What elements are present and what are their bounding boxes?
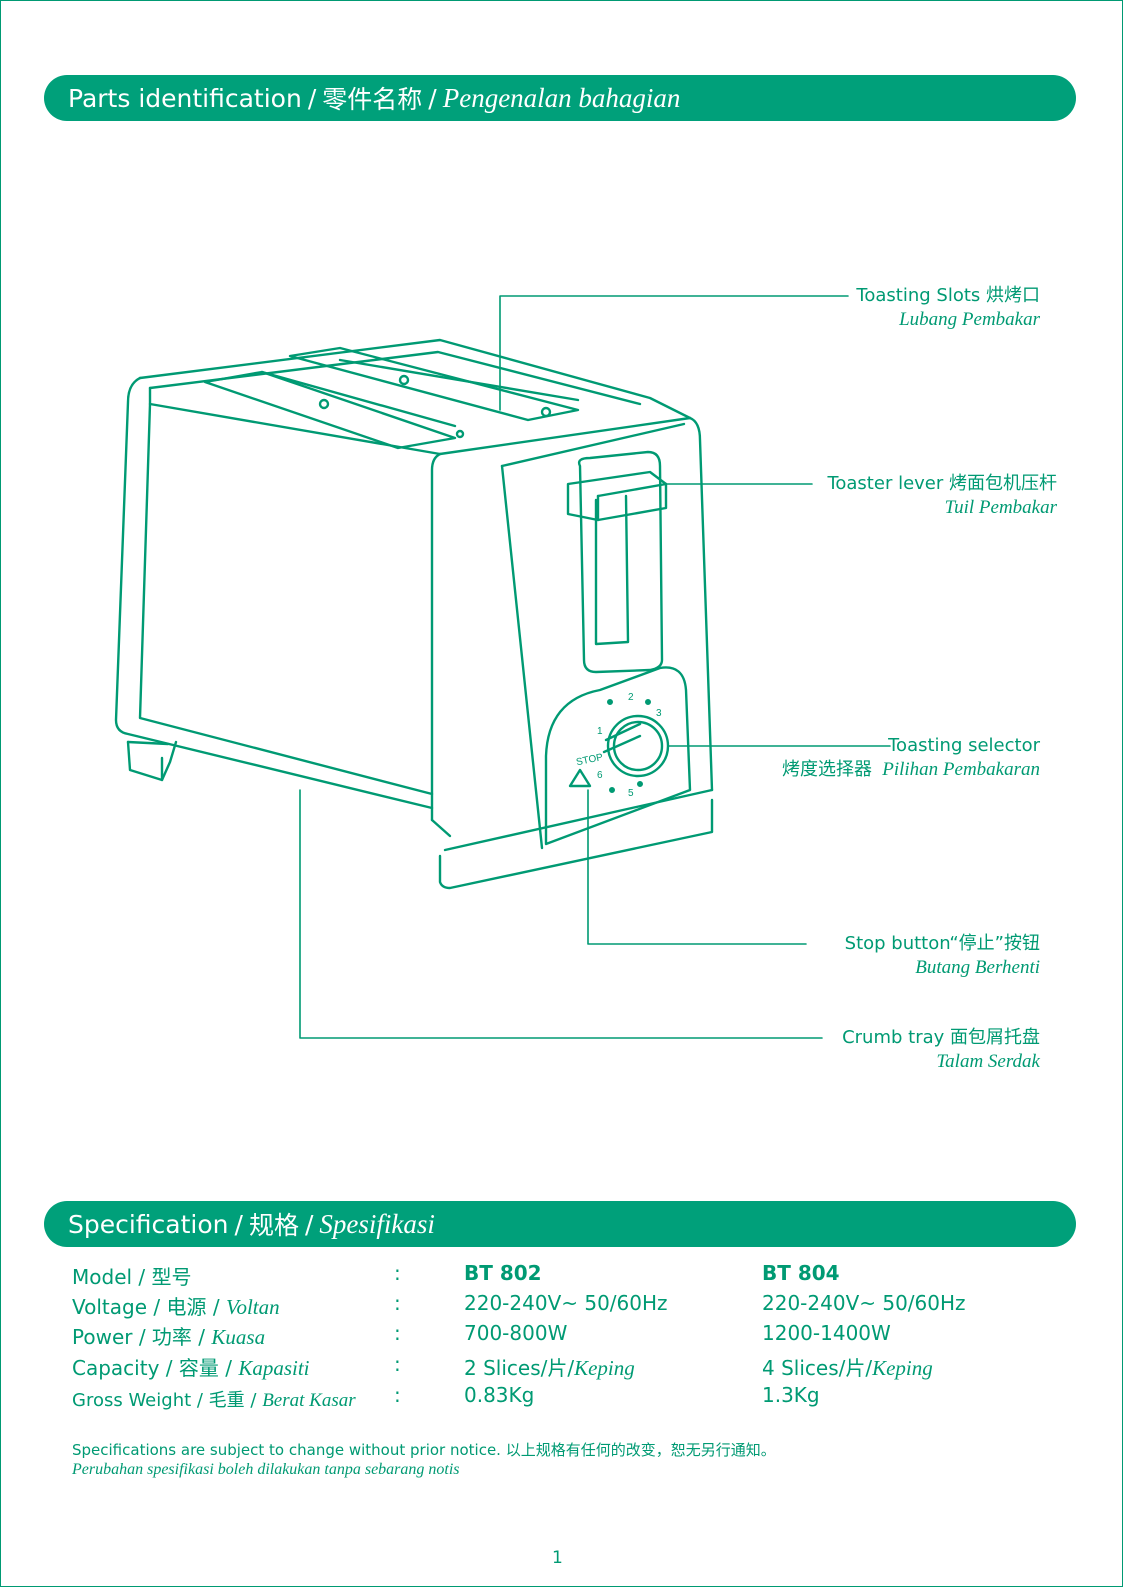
spec-label: Voltage / 电源 / Voltan (72, 1295, 280, 1319)
spec-label: Model / 型号 (72, 1265, 192, 1289)
page-number: 1 (552, 1548, 563, 1568)
header-en: Specification (68, 1209, 229, 1239)
spec-row-power: Power / 功率 / Kuasa : 700-800W 1200-1400W (72, 1321, 1032, 1351)
toaster-body (114, 338, 714, 890)
callout-stop-button: Stop button“停止”按钮 Butang Berhenti (845, 932, 1040, 980)
callout-label-ms: Tuil Pembakar (944, 497, 1057, 518)
spec-value-bt804: 1.3Kg (762, 1383, 820, 1407)
callout-label-ms: Talam Serdak (936, 1051, 1040, 1072)
spec-notice: Specifications are subject to change wit… (72, 1440, 776, 1480)
header-zh: 零件名称 (322, 85, 423, 114)
leader-toasting-slots (499, 295, 849, 411)
toasting-slots (203, 346, 580, 450)
callout-label: Toasting selector (888, 735, 1040, 756)
dial-number: 2 (628, 692, 634, 703)
callout-label-ms: Butang Berhenti (915, 957, 1040, 978)
spec-colon: : (394, 1321, 401, 1345)
spec-colon: : (394, 1352, 401, 1376)
spec-row-capacity: Capacity / 容量 / Kapasiti : 2 Slices/片/Ke… (72, 1352, 1032, 1382)
dial-number: 6 (597, 770, 603, 781)
header-zh: 规格 (248, 1211, 299, 1240)
callout-toasting-slots: Toasting Slots 烘烤口 Lubang Pembakar (856, 284, 1040, 332)
callout-crumb-tray: Crumb tray 面包屑托盘 Talam Serdak (842, 1026, 1040, 1074)
spec-value-bt802: 2 Slices/片/Keping (464, 1356, 635, 1380)
callout-label: Toasting Slots 烘烤口 (856, 285, 1040, 306)
spec-value-bt804: 1200-1400W (762, 1321, 891, 1345)
parts-identification-header: Parts identification / 零件名称 / Pengenalan… (44, 75, 1076, 121)
notice-line: Specifications are subject to change wit… (72, 1441, 776, 1459)
specification-header: Specification / 规格 / Spesifikasi (44, 1201, 1076, 1247)
crumb-tray (126, 740, 178, 782)
spec-colon: : (394, 1261, 401, 1285)
leader-crumb-tray (299, 789, 823, 1039)
callout-label: Crumb tray 面包屑托盘 (842, 1027, 1040, 1048)
spec-value-bt804: 220-240V~ 50/60Hz (762, 1291, 966, 1315)
spec-label: Gross Weight / 毛重 / Berat Kasar (72, 1390, 356, 1411)
spec-value-bt802: 700-800W (464, 1321, 568, 1345)
callout-label-zh: 烤度选择器 (782, 759, 873, 780)
spec-label: Power / 功率 / Kuasa (72, 1325, 266, 1349)
dial-stop-label: STOP (575, 752, 604, 768)
toaster-lever (566, 450, 668, 674)
callout-label: Stop button“停止”按钮 (844, 933, 1040, 954)
header-en: Parts identification (68, 83, 302, 113)
dial-number: 1 (597, 726, 603, 737)
callout-label: Toaster lever 烤面包机压杆 (827, 473, 1057, 494)
callout-toaster-lever: Toaster lever 烤面包机压杆 Tuil Pembakar (827, 472, 1057, 520)
spec-row-voltage: Voltage / 电源 / Voltan : 220-240V~ 50/60H… (72, 1291, 1032, 1321)
spec-value-bt802: 220-240V~ 50/60Hz (464, 1291, 668, 1315)
spec-value-bt804: BT 804 (762, 1261, 840, 1285)
header-sep: / (307, 83, 317, 113)
spec-colon: : (394, 1291, 401, 1315)
control-panel (544, 666, 692, 846)
header-ms: Spesifikasi (319, 1208, 435, 1239)
callout-label-ms: Pilihan Pembakaran (882, 759, 1040, 780)
leader-stop-button (587, 789, 807, 945)
callout-label-ms: Lubang Pembakar (899, 309, 1040, 330)
spec-row-gross-weight: Gross Weight / 毛重 / Berat Kasar : 0.83Kg… (72, 1383, 1032, 1413)
notice-line-ms: Perubahan spesifikasi boleh dilakukan ta… (72, 1461, 460, 1478)
spec-value-bt802: BT 802 (464, 1261, 542, 1285)
leader-lines (299, 295, 891, 1039)
header-sep: / (234, 1209, 243, 1239)
header-sep: / (428, 83, 437, 113)
header-sep: / (304, 1209, 314, 1239)
header-ms: Pengenalan bahagian (442, 82, 681, 113)
spec-colon: : (394, 1383, 401, 1407)
dial-number: 5 (628, 788, 634, 799)
callout-toasting-selector: Toasting selector 烤度选择器 Pilihan Pembakar… (782, 734, 1040, 782)
dial-number: 3 (656, 708, 662, 719)
spec-value-bt804: 4 Slices/片/Keping (762, 1356, 933, 1380)
spec-row-model: Model / 型号 : BT 802 BT 804 (72, 1261, 1032, 1291)
spec-label: Capacity / 容量 / Kapasiti (72, 1356, 310, 1380)
spec-value-bt802: 0.83Kg (464, 1383, 535, 1407)
